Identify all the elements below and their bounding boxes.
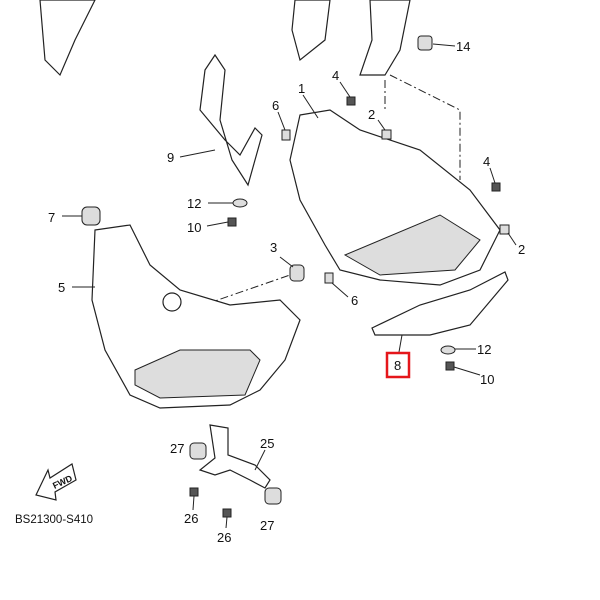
side-cover-9 (199, 53, 263, 187)
callout-6-lower: 6 (351, 293, 358, 308)
screw-10-left (227, 217, 237, 227)
callout-5: 5 (58, 280, 65, 295)
callout-10-left: 10 (187, 220, 201, 235)
nut-2-right (499, 224, 510, 235)
upper-cowl-fragment (39, 0, 96, 77)
headlight-lens (343, 214, 481, 276)
callout-3: 3 (270, 240, 277, 255)
callout-4-upper: 4 (332, 68, 339, 83)
callout-10-right: 10 (480, 372, 494, 387)
bolt-26-left (189, 487, 199, 497)
collar-12-left (232, 198, 248, 208)
nut-6-lower (324, 272, 334, 284)
upper-stay (291, 0, 331, 62)
callout-2-right: 2 (518, 242, 525, 257)
nut-6-upper (281, 129, 291, 141)
callout-2-upper: 2 (368, 107, 375, 122)
callout-27-left: 27 (170, 441, 184, 456)
cowl-headlight-opening (134, 349, 261, 399)
highlight-box (385, 351, 411, 379)
callout-14: 14 (456, 39, 470, 54)
grommet-7 (81, 206, 101, 226)
cowl-mount-hole (162, 292, 182, 312)
screw-10-right (445, 361, 455, 371)
callout-25: 25 (260, 436, 274, 451)
callout-27-right: 27 (260, 518, 274, 533)
garnish-8 (371, 271, 509, 336)
grommet-14 (417, 35, 433, 51)
damper-3 (289, 264, 305, 282)
callout-12-right: 12 (477, 342, 491, 357)
callout-7: 7 (48, 210, 55, 225)
callout-8[interactable]: 8 (394, 358, 401, 373)
nut-2-upper (381, 129, 392, 140)
damper-27-right (264, 487, 282, 505)
callout-4-right: 4 (483, 154, 490, 169)
screw-4-right (491, 182, 501, 192)
callout-26-left: 26 (184, 511, 198, 526)
callout-26-lower: 26 (217, 530, 231, 545)
meter-bracket (359, 0, 411, 76)
callout-12-left: 12 (187, 196, 201, 211)
callout-1: 1 (298, 81, 305, 96)
diagram-code: BS21300-S410 (15, 514, 93, 526)
bracket-25 (198, 424, 271, 489)
bolt-26-lower (222, 508, 232, 518)
damper-27-left (189, 442, 207, 460)
screw-4-upper (346, 96, 356, 106)
callout-6-upper: 6 (272, 98, 279, 113)
fwd-arrow-icon: FWD (35, 463, 77, 501)
collar-12-right (440, 345, 456, 355)
callout-9: 9 (167, 150, 174, 165)
